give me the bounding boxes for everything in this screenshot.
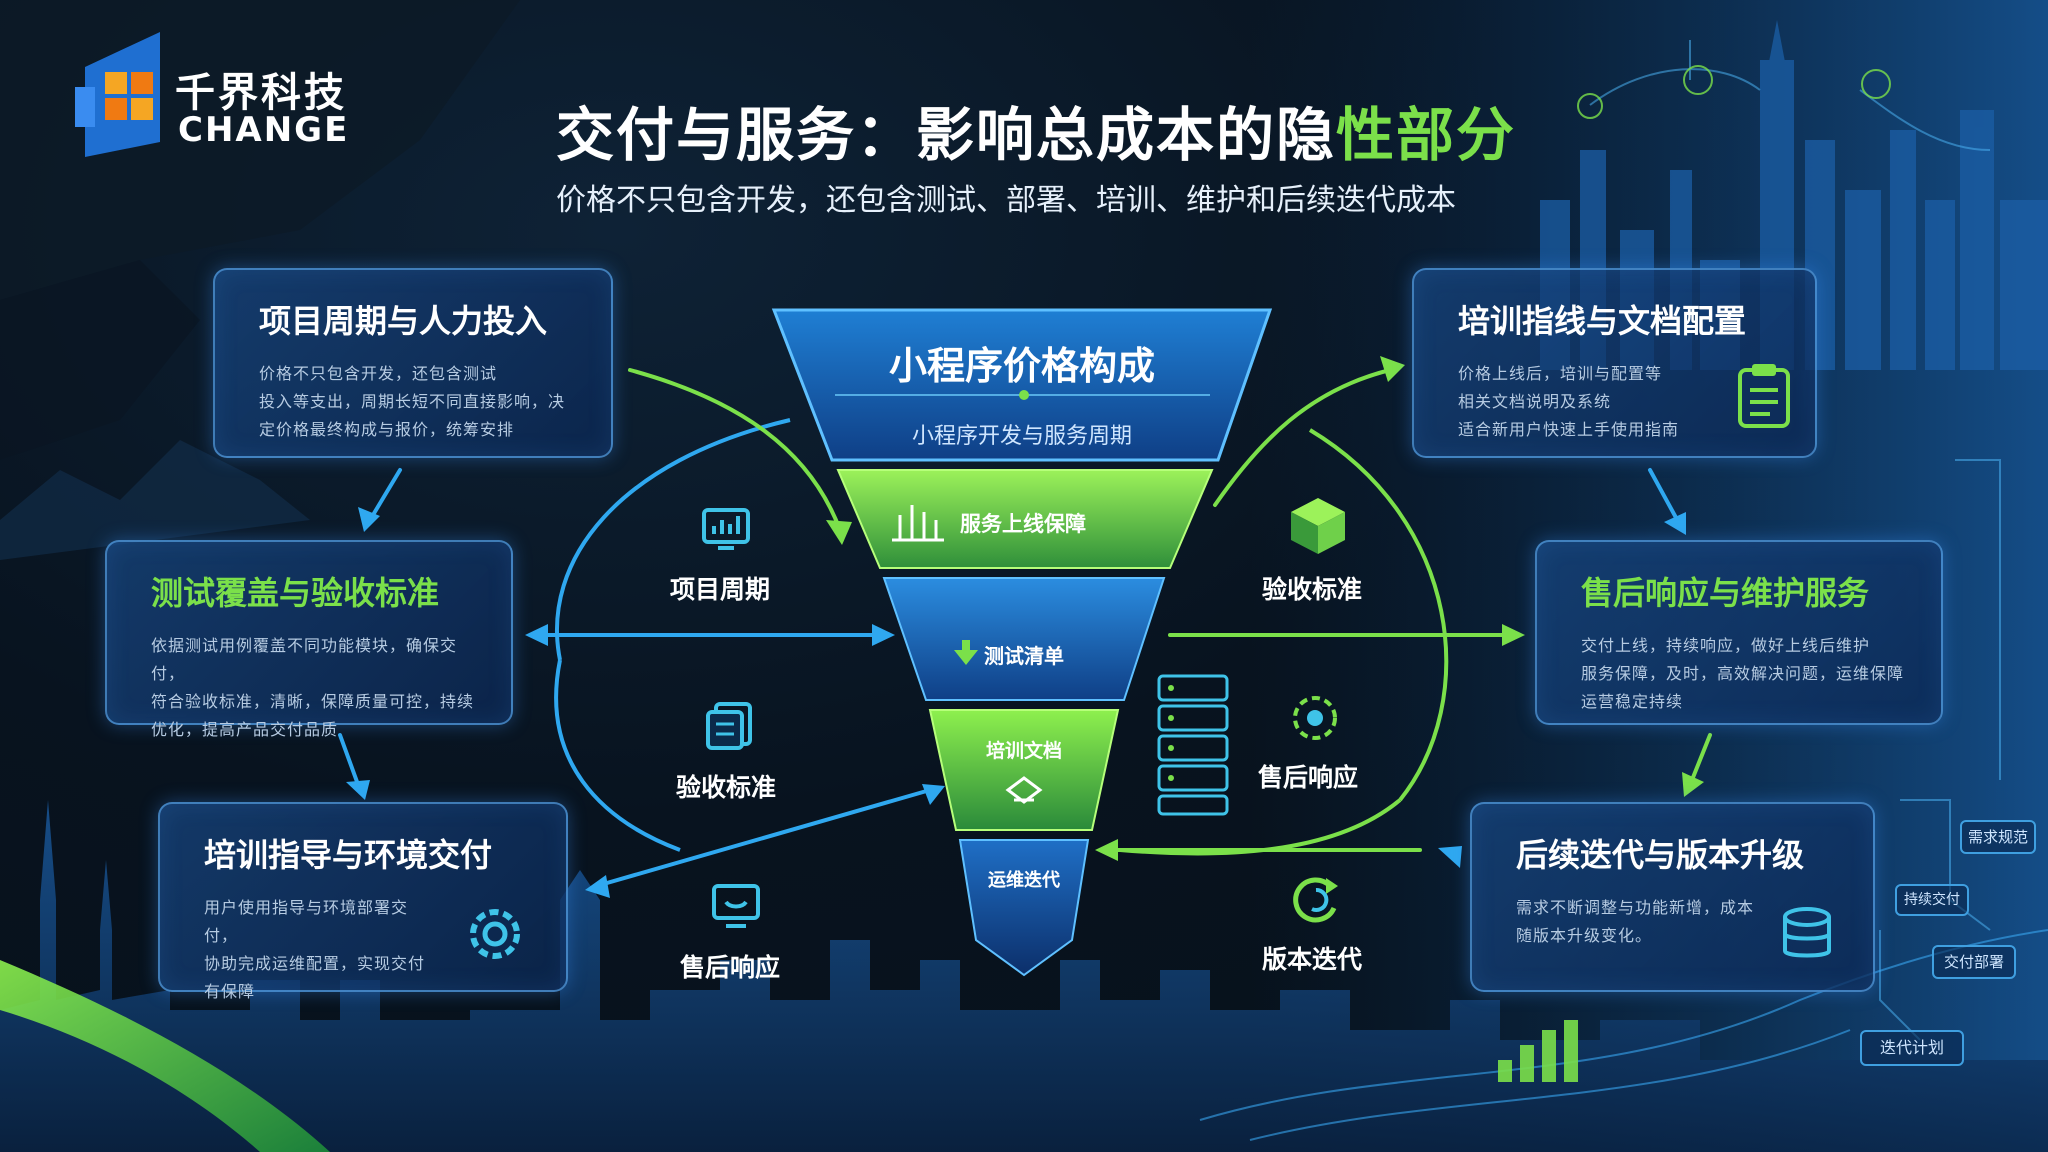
cube-icon	[1291, 498, 1345, 554]
headset-icon	[1293, 696, 1337, 740]
box-test-coverage: 测试覆盖与验收标准 依据测试用例覆盖不同功能模块，确保交付， 符合验收标准，清晰…	[105, 540, 513, 739]
funnel-top-subtitle: 小程序开发与服务周期	[911, 424, 1132, 449]
orbit-label-left-3: 售后响应	[680, 953, 781, 982]
logo-mark-icon	[75, 32, 160, 157]
support-monitor-icon	[712, 884, 760, 928]
building-chart-icon	[892, 505, 944, 542]
orbit-label-right-1: 验收标准	[1262, 575, 1363, 604]
brand-name-cn: 千界科技	[175, 70, 347, 116]
page-title-highlight: 性部分	[1336, 101, 1517, 169]
page-title: 交付与服务：影响总成本的隐性部分	[556, 88, 1516, 172]
box-iteration-upgrade: 后续迭代与版本升级 需求不断调整与功能新增，成本 随版本升级变化。	[1470, 802, 1875, 992]
box-title: 售后响应与维护服务	[1581, 574, 1870, 612]
funnel-layer-4: 运维迭代	[988, 870, 1060, 891]
box-body-line: 适合新用户快速上手使用指南	[1458, 420, 1680, 439]
orbit-label-right-2: 售后响应	[1258, 763, 1359, 792]
box-body: 价格上线后，培训与配置等 相关文档说明及系统 适合新用户快速上手使用指南	[1458, 360, 1718, 444]
database-icon	[1783, 907, 1831, 958]
brand-name-en: CHANGE	[178, 110, 350, 150]
box-body: 需求不断调整与功能新增，成本 随版本升级变化。	[1516, 894, 1766, 950]
box-title: 测试覆盖与验收标准	[151, 574, 440, 612]
box-project-cycle: 项目周期与人力投入 价格不只包含开发，还包含测试 投入等支出，周期长短不同直接影…	[213, 268, 613, 458]
funnel-layer-1: 服务上线保障	[960, 512, 1086, 536]
box-title: 后续迭代与版本升级	[1516, 836, 1805, 874]
box-training-delivery: 培训指导与环境交付 用户使用指导与环境部署交付， 协助完成运维配置，实现交付 有…	[158, 802, 568, 1001]
side-tag: 迭代计划	[1860, 1030, 1964, 1066]
page-title-main: 交付与服务：影响总成本的隐	[556, 101, 1337, 169]
orbit-label-right-3: 版本迭代	[1262, 945, 1363, 974]
box-body-line: 协助完成运维配置，实现交付	[204, 954, 426, 973]
orbit-label-left-2: 验收标准	[676, 773, 777, 802]
clipboard-icon	[1738, 364, 1790, 428]
box-body-line: 依据测试用例覆盖不同功能模块，确保交付，	[151, 636, 458, 683]
box-body-line: 有保障	[204, 982, 256, 1001]
box-body-line: 用户使用指导与环境部署交付，	[204, 898, 409, 945]
funnel-top-title: 小程序价格构成	[888, 344, 1155, 388]
funnel-layer-3: 培训文档	[985, 740, 1062, 762]
box-body: 用户使用指导与环境部署交付， 协助完成运维配置，实现交付 有保障	[204, 894, 434, 1006]
box-body-line: 价格上线后，培训与配置等	[1458, 364, 1663, 383]
orbit-label-left-1: 项目周期	[670, 575, 771, 604]
box-body-line: 投入等支出，周期长短不同直接影响，决	[259, 392, 566, 411]
box-body-line: 服务保障，及时，高效解决问题，运维保障	[1581, 664, 1905, 683]
side-tag: 持续交付	[1895, 884, 1969, 916]
page-subtitle: 价格不只包含开发，还包含测试、部署、培训、维护和后续迭代成本	[556, 183, 1456, 218]
box-body-line: 交付上线，持续响应，做好上线后维护	[1581, 636, 1871, 655]
gear-icon	[470, 909, 520, 959]
box-body-line: 定价格最终构成与报价，统筹安排	[259, 420, 515, 439]
box-title: 培训指线与文档配置	[1458, 302, 1747, 340]
arrow-up-icon	[954, 640, 978, 665]
box-body: 依据测试用例覆盖不同功能模块，确保交付， 符合验收标准，清晰，保障质量可控，持续…	[151, 632, 485, 744]
cap-icon	[1005, 776, 1043, 804]
box-body-line: 价格不只包含开发，还包含测试	[259, 364, 498, 383]
side-tag: 交付部署	[1932, 945, 2016, 979]
chart-monitor-icon	[702, 508, 750, 550]
box-title: 培训指导与环境交付	[204, 836, 493, 874]
box-body-line: 相关文档说明及系统	[1458, 392, 1612, 411]
document-stack-icon	[706, 702, 752, 750]
box-aftersales: 售后响应与维护服务 交付上线，持续响应，做好上线后维护 服务保障，及时，高效解决…	[1535, 540, 1943, 725]
box-body-line: 符合验收标准，清晰，保障质量可控，持续	[151, 692, 475, 711]
box-body: 价格不只包含开发，还包含测试 投入等支出，周期长短不同直接影响，决 定价格最终构…	[259, 360, 585, 444]
refresh-cycle-icon	[1293, 877, 1338, 923]
box-body-line: 优化，提高产品交付品质	[151, 720, 339, 739]
box-training-docs: 培训指线与文档配置 价格上线后，培训与配置等 相关文档说明及系统 适合新用户快速…	[1412, 268, 1817, 458]
box-body-line: 需求不断调整与功能新增，成本	[1516, 898, 1755, 917]
box-body: 交付上线，持续响应，做好上线后维护 服务保障，及时，高效解决问题，运维保障 运营…	[1581, 632, 1915, 716]
box-body-line: 随版本升级变化。	[1516, 926, 1653, 945]
server-rack-icon	[1157, 674, 1229, 816]
funnel-layer-2: 测试清单	[984, 644, 1064, 668]
box-body-line: 运营稳定持续	[1581, 692, 1684, 711]
side-tag: 需求规范	[1960, 820, 2036, 854]
box-title: 项目周期与人力投入	[259, 302, 548, 340]
brand-logo: 千界科技 CHANGE	[75, 32, 375, 162]
